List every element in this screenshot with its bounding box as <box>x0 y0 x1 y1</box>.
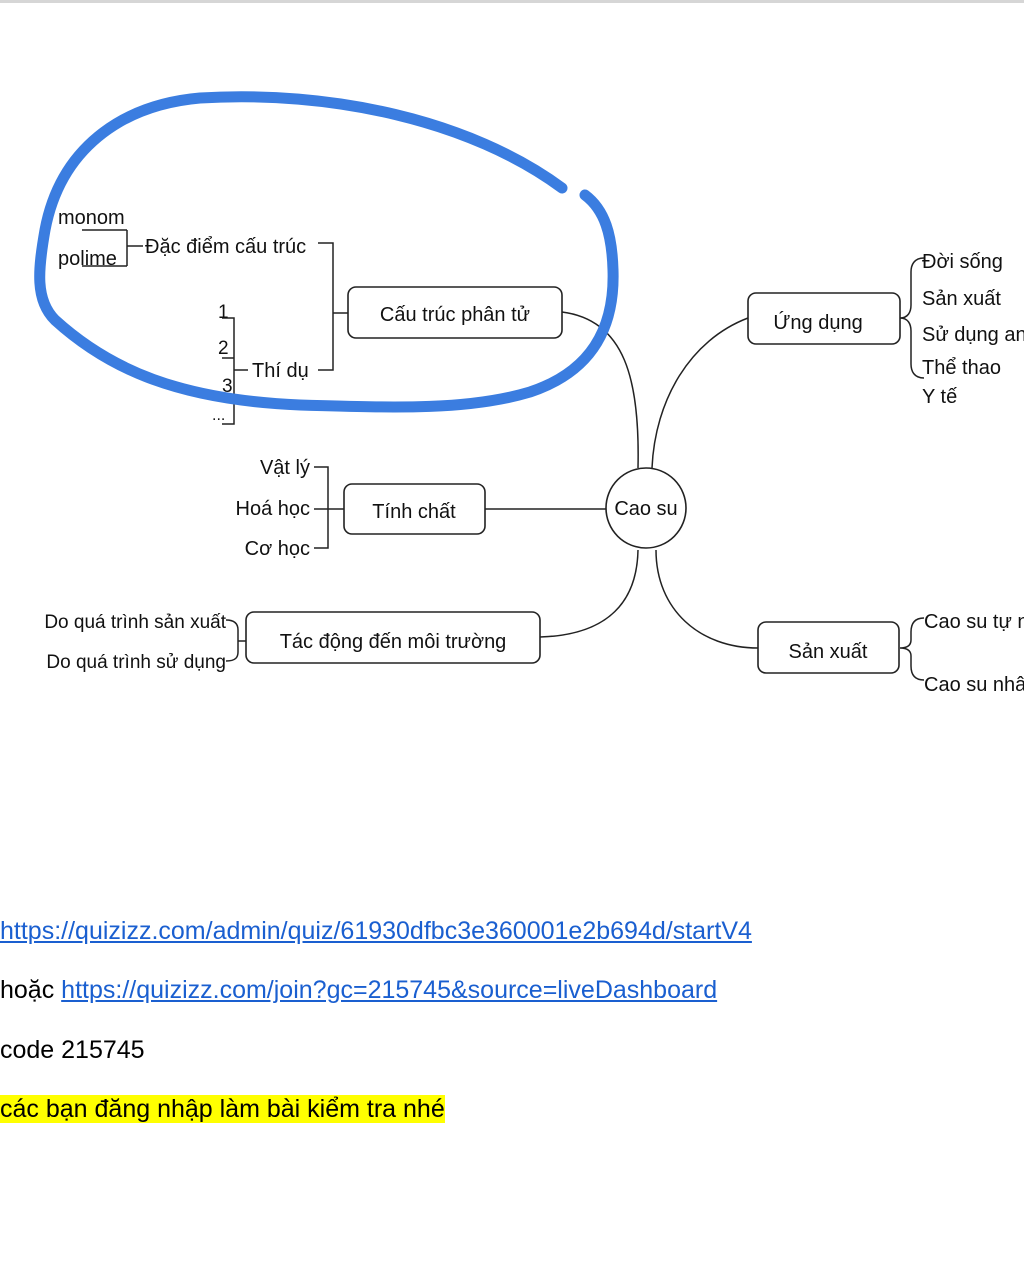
application-medical: Y tế <box>922 386 957 408</box>
application-production: Sản xuất <box>922 288 1001 310</box>
environment-label: Tác động đến môi trường <box>280 631 507 653</box>
quiz-admin-link[interactable]: https://quizizz.com/admin/quiz/61930dfbc… <box>0 917 752 945</box>
center-label: Cao su <box>614 498 677 520</box>
game-code: code 215745 <box>0 1036 145 1064</box>
connector-production <box>655 549 759 649</box>
instruction-line: các bạn đăng nhập làm bài kiểm tra nhé <box>0 1094 445 1124</box>
property-chemical: Hoá học <box>236 498 311 520</box>
examples-bracket <box>222 317 248 425</box>
environment-production: Do quá trình sản xuất <box>44 612 226 633</box>
features-connector <box>82 229 143 267</box>
quiz-join-link[interactable]: https://quizizz.com/join?gc=215745&sourc… <box>61 976 718 1004</box>
mind-map: Cao su Cấu trúc phân tử Đặc điểm cấu trú… <box>34 91 1024 696</box>
connector-environment <box>539 549 639 638</box>
property-physical: Vật lý <box>260 457 310 479</box>
application-safety: Sử dụng an <box>922 324 1024 346</box>
instruction-highlight: các bạn đăng nhập làm bài kiểm tra nhé <box>0 1095 445 1123</box>
features-label: Đặc điểm cấu trúc <box>145 236 306 258</box>
structure-bracket <box>318 242 348 371</box>
properties-bracket <box>314 466 344 549</box>
highlight-circle <box>34 91 619 413</box>
feature-polime: polime <box>58 248 117 270</box>
application-sports: Thể thao <box>922 357 1001 379</box>
top-border <box>0 0 1024 3</box>
application-daily: Đời sống <box>922 251 1003 273</box>
examples-label: Thí dụ <box>252 360 309 382</box>
connector-structure <box>561 311 639 469</box>
example-2: 2 <box>218 338 229 359</box>
example-3: 3 <box>222 376 233 397</box>
environment-usage: Do quá trình sử dụng <box>46 652 226 673</box>
environment-node <box>245 611 541 664</box>
example-more: ... <box>212 407 225 424</box>
or-label: hoặc <box>0 976 55 1004</box>
production-brace <box>899 617 925 681</box>
production-synthetic: Cao su nhâ <box>924 674 1024 696</box>
quiz-admin-link-line: https://quizizz.com/admin/quiz/61930dfbc… <box>0 916 752 946</box>
structure-label: Cấu trúc phân tử <box>380 304 530 326</box>
connector-applications <box>651 317 749 469</box>
example-1: 1 <box>218 302 229 323</box>
properties-label: Tính chất <box>372 501 456 523</box>
production-natural: Cao su tự n <box>924 611 1024 633</box>
environment-bracket <box>225 619 246 662</box>
production-label: Sản xuất <box>789 641 868 663</box>
applications-label: Ứng dụng <box>773 311 862 334</box>
center-node <box>605 467 687 549</box>
applications-brace <box>899 257 925 379</box>
feature-monom: monom <box>58 207 125 229</box>
quiz-join-link-line: hoặc https://quizizz.com/join?gc=215745&… <box>0 975 717 1005</box>
property-mechanical: Cơ học <box>245 538 310 560</box>
production-node <box>757 621 900 674</box>
